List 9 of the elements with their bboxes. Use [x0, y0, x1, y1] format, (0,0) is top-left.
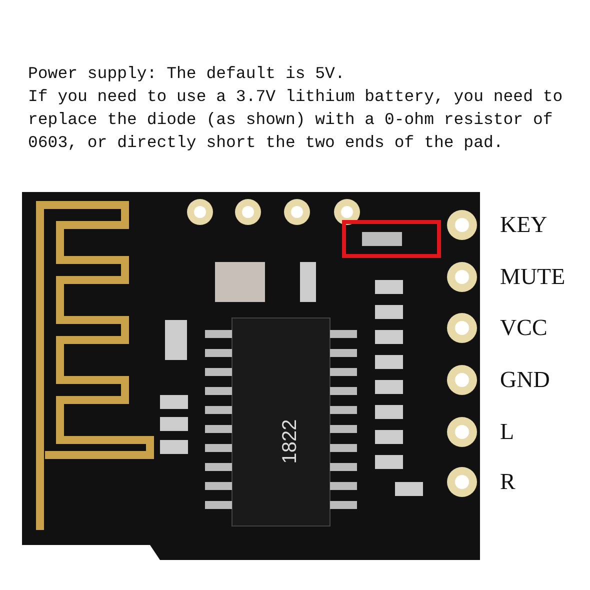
pin-label: VCC [500, 315, 548, 341]
pin-label: MUTE [500, 264, 566, 290]
pin-label: GND [500, 367, 550, 393]
note-text: Power supply: The default is 5V. [28, 63, 346, 85]
chip-marking: 1822 [278, 419, 302, 464]
pin-label: R [500, 469, 516, 495]
pin-label: L [500, 419, 514, 445]
pin-label: KEY [500, 212, 548, 238]
note-text: If you need to use a 3.7V lithium battery, you need to replace the diode (as shown) with a 0-ohm resistor of 0603, or directly short the two ends of the pad. [28, 86, 564, 154]
